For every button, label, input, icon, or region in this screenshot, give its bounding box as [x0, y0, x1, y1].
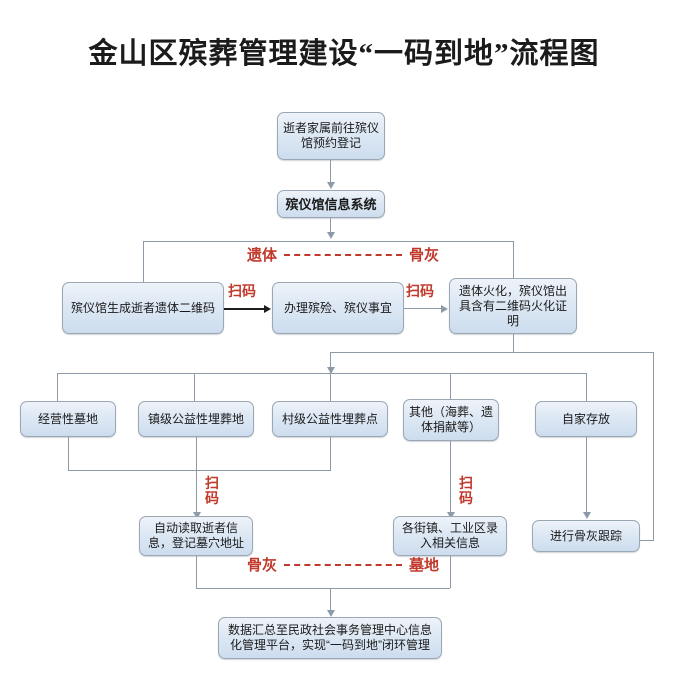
node-auto-read-info-label: 自动读取逝者信息，登记墓穴地址	[147, 521, 244, 550]
drop-village-burial	[330, 373, 331, 401]
node-village-public-burial-label: 村级公益性埋葬点	[281, 411, 378, 426]
merge-stem-town	[196, 437, 197, 470]
drop-town-burial	[194, 373, 195, 401]
merge-stem-village	[330, 437, 331, 470]
drop-other-burial	[450, 373, 451, 401]
arrowhead-qr-to-funeral	[264, 305, 271, 313]
arrowhead-other-to-street	[447, 512, 455, 519]
node-family-register[interactable]: 逝者家属前往殡仪馆预约登记	[277, 112, 385, 160]
node-handle-funeral-label: 办理殡殓、殡仪事宜	[283, 300, 392, 315]
label-scan-2: 扫码	[406, 285, 434, 300]
node-commercial-cemetery-label: 经营性墓地	[37, 411, 98, 426]
arrowhead-merge-to-platform	[327, 610, 335, 617]
split-label-bottom-right: 墓地	[409, 558, 440, 574]
label-scan-1: 扫码	[228, 285, 256, 300]
split-label-top: 遗体 骨灰	[247, 244, 439, 265]
bus-top-split	[143, 241, 513, 242]
node-home-storage[interactable]: 自家存放	[535, 401, 637, 437]
node-commercial-cemetery[interactable]: 经营性墓地	[20, 401, 116, 437]
node-generate-qr-label: 殡仪馆生成逝者遗体二维码	[70, 300, 215, 315]
arrowhead-home-to-tracking	[583, 512, 591, 519]
node-home-storage-label: 自家存放	[561, 411, 610, 426]
node-family-register-label: 逝者家属前往殡仪馆预约登记	[282, 121, 379, 150]
connector-home-to-tracking	[586, 437, 587, 516]
bus-branch-upper	[330, 352, 654, 353]
node-street-town-entry-label: 各街镇、工业区录入相关信息	[401, 521, 498, 550]
arrowhead-funeral-to-cremation	[441, 305, 448, 313]
bus-branch-upper-left-drop	[330, 352, 331, 373]
split-label-top-left: 遗体	[247, 248, 278, 264]
node-town-public-burial[interactable]: 镇级公益性埋葬地	[138, 401, 254, 437]
split-label-top-right: 骨灰	[409, 248, 440, 264]
node-village-public-burial[interactable]: 村级公益性埋葬点	[272, 401, 388, 437]
merge-bus-burial-sites	[68, 470, 331, 471]
node-other-burial[interactable]: 其他（海葬、遗体捐献等）	[403, 399, 499, 441]
node-generate-qr[interactable]: 殡仪馆生成逝者遗体二维码	[62, 282, 224, 334]
bus-top-right-drop	[513, 241, 514, 284]
connector-funeral-to-cremation	[404, 308, 442, 309]
connector-merge-to-platform	[330, 588, 331, 613]
split-label-bottom-left: 骨灰	[247, 558, 278, 574]
label-scan-left: 扫码	[205, 477, 219, 507]
connector-qr-to-funeral	[224, 308, 265, 310]
arrowhead-system-down	[327, 232, 335, 239]
arrowhead-register-to-system	[327, 182, 335, 189]
node-data-platform[interactable]: 数据汇总至民政社会事务管理中心信息化管理平台，实现“一码到地”闭环管理	[218, 617, 442, 659]
node-cremation-cert[interactable]: 遗体火化，殡仪馆出具含有二维码火化证明	[449, 278, 577, 334]
rail-elbow-to-ash-tracking	[640, 540, 654, 541]
drop-home-storage	[586, 373, 587, 401]
connector-register-to-system	[330, 160, 331, 185]
node-auto-read-info[interactable]: 自动读取逝者信息，登记墓穴地址	[139, 516, 253, 556]
node-data-platform-label: 数据汇总至民政社会事务管理中心信息化管理平台，实现“一码到地”闭环管理	[227, 623, 432, 652]
bus-branch-right-rail	[653, 352, 654, 540]
node-funeral-info-system-label: 殡仪馆信息系统	[285, 196, 377, 212]
connector-merge-to-auto-read	[196, 470, 197, 516]
arrowhead-branch-upper	[327, 367, 335, 374]
merge-bus-bottom	[196, 588, 450, 589]
node-cremation-cert-label: 遗体火化，殡仪馆出具含有二维码火化证明	[458, 283, 567, 328]
connector-system-down	[330, 218, 331, 235]
arrowhead-merge-to-auto-read	[193, 512, 201, 519]
node-street-town-entry[interactable]: 各街镇、工业区录入相关信息	[393, 516, 507, 556]
merge-stem-commercial	[68, 437, 69, 470]
drop-commercial-cemetery	[57, 373, 58, 401]
bus-categories	[57, 373, 586, 374]
merge-stem-street-entry	[450, 556, 451, 588]
label-scan-right: 扫码	[459, 477, 473, 507]
split-label-bottom: 骨灰 墓地	[247, 554, 439, 575]
node-ash-tracking-label: 进行骨灰跟踪	[549, 528, 622, 543]
dashed-divider-bottom	[284, 563, 403, 566]
node-handle-funeral[interactable]: 办理殡殓、殡仪事宜	[272, 282, 404, 334]
node-town-public-burial-label: 镇级公益性埋葬地	[147, 411, 244, 426]
bus-top-left-drop	[143, 241, 144, 284]
node-funeral-info-system[interactable]: 殡仪馆信息系统	[277, 190, 385, 218]
connector-cremation-down	[513, 334, 514, 352]
merge-stem-auto-read	[196, 556, 197, 588]
page-title: 金山区殡葬管理建设“一码到地”流程图	[88, 38, 600, 70]
node-ash-tracking[interactable]: 进行骨灰跟踪	[532, 520, 640, 552]
node-other-burial-label: 其他（海葬、遗体捐献等）	[408, 405, 493, 434]
dashed-divider-top	[284, 253, 403, 256]
connector-other-to-street	[450, 441, 451, 516]
